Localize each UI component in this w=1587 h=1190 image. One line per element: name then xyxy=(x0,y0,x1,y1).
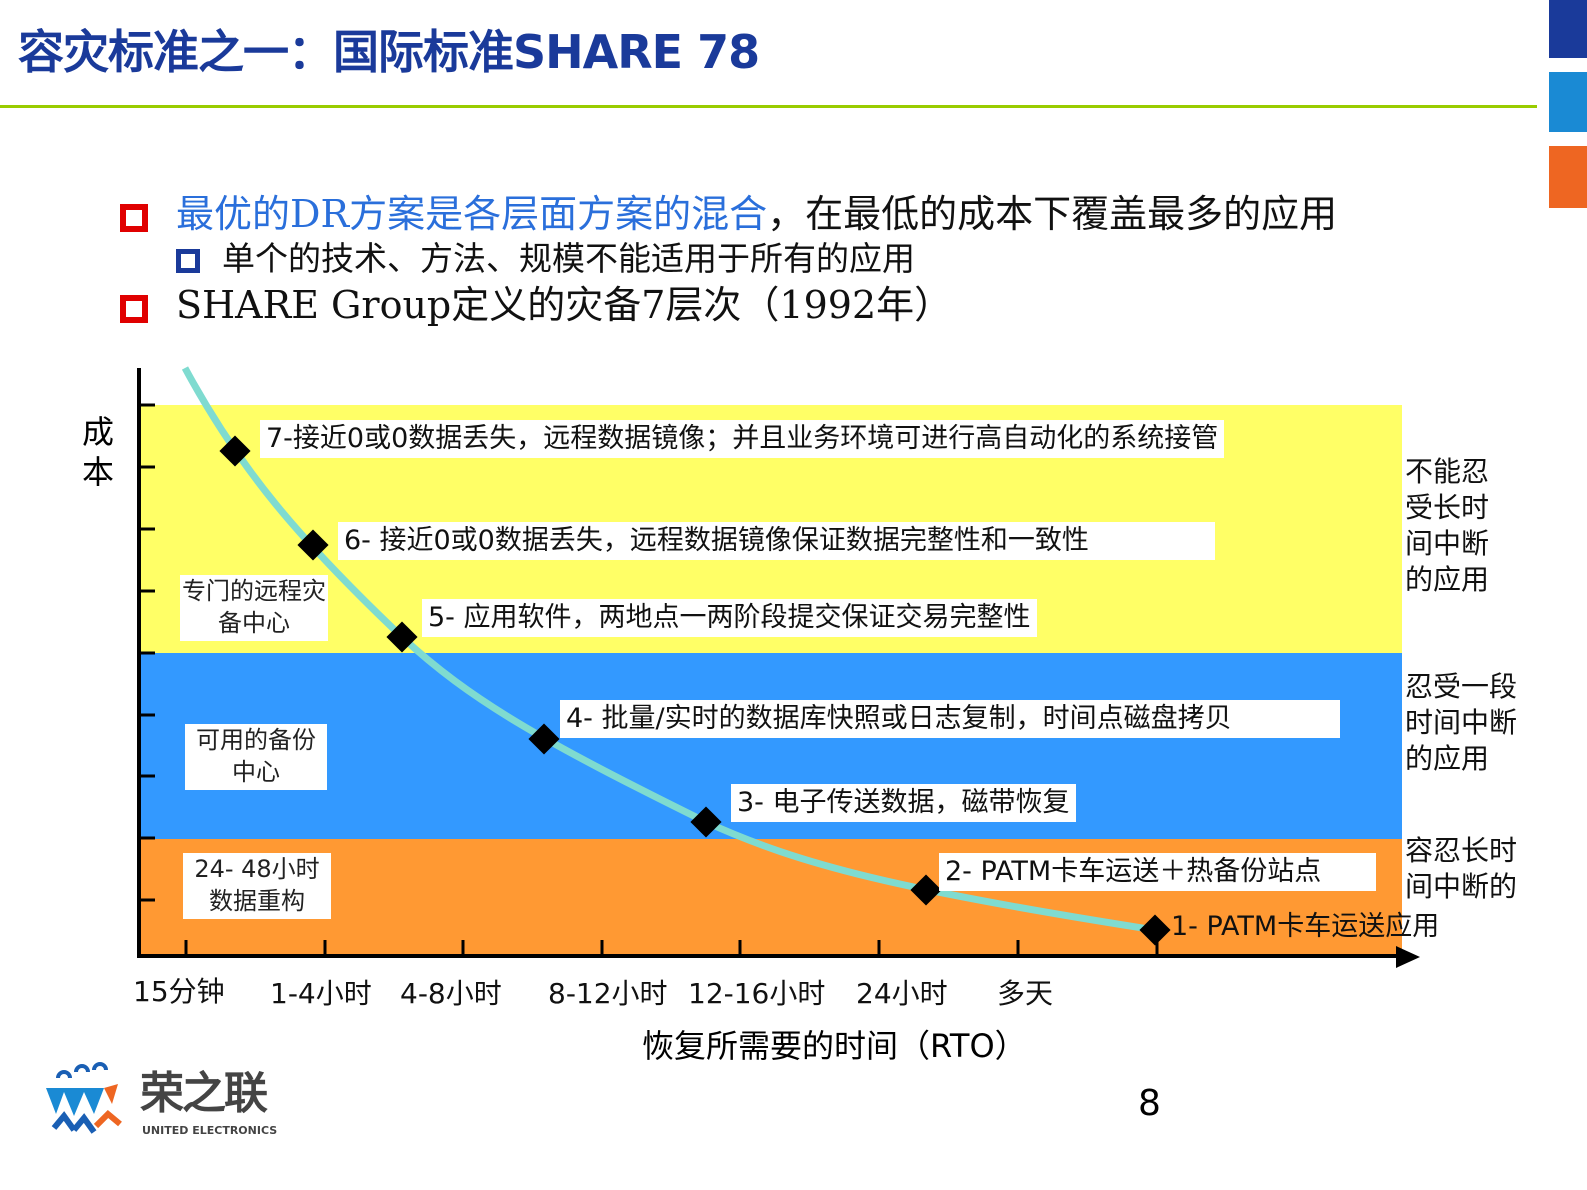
tier-6-label: 6- 接近0或0数据丢失，远程数据镜像保证数据完整性和一致性 xyxy=(338,522,1215,560)
bullet-square-icon xyxy=(120,203,148,232)
tier-3-marker-icon xyxy=(690,806,722,838)
band-right-label-low: 容忍长时间中断的 xyxy=(1405,834,1518,903)
x-tick-label: 12-16小时 xyxy=(688,977,826,1010)
tier-2-label: 2- PATM卡车运送＋热备份站点 xyxy=(939,853,1376,891)
tier-3-label: 3- 电子传送数据，磁带恢复 xyxy=(731,784,1076,822)
bullet-1-sub-text: 单个的技术、方法、规模不能适用于所有的应用 xyxy=(222,239,915,278)
y-ticks xyxy=(139,403,155,902)
bullet-square-icon xyxy=(120,294,148,323)
band-left-label-low: 24- 48小时数据重构 xyxy=(183,853,331,919)
logo-mark-icon xyxy=(46,1062,122,1134)
x-ticks xyxy=(184,940,1159,956)
band-left-label-mid: 可用的备份中心 xyxy=(185,724,327,790)
bullet-2-text: SHARE Group定义的灾备7层次（1992年） xyxy=(176,283,953,327)
page-number: 8 xyxy=(1138,1083,1161,1124)
tier-5-label: 5- 应用软件，两地点一两阶段提交保证交易完整性 xyxy=(422,599,1037,637)
logo-name: 荣之联 xyxy=(140,1068,268,1119)
accent-bar-blue xyxy=(1549,72,1587,132)
bullet-square-icon xyxy=(176,249,200,273)
x-tick-label: 1-4小时 xyxy=(270,977,372,1010)
logo-subtitle: UNITED ELECTRONICS xyxy=(142,1124,278,1137)
bullet-2: SHARE Group定义的灾备7层次（1992年） xyxy=(120,283,952,327)
x-tick-label: 15分钟 xyxy=(133,975,225,1008)
tier-2-marker-icon xyxy=(910,874,942,906)
x-tick-label: 4-8小时 xyxy=(400,977,502,1010)
band-right-label-high: 不能忍受长时间中断的应用 xyxy=(1405,455,1490,596)
x-tick-label: 24小时 xyxy=(856,977,948,1010)
tier-7-label: 7-接近0或0数据丢失，远程数据镜像；并且业务环境可进行高自动化的系统接管 xyxy=(260,420,1225,458)
tier-1-label: 1- PATM卡车运送应用 xyxy=(1171,911,1440,942)
x-axis-label: 恢复所需要的时间（RTO） xyxy=(642,1027,1027,1065)
bullet-1-rest: ，在最低的成本下覆盖最多的应用 xyxy=(767,192,1338,236)
bullet-1: 最优的DR方案是各层面方案的混合，在最低的成本下覆盖最多的应用 xyxy=(120,192,1337,236)
slide-title: 容灾标准之一：国际标准SHARE 78 xyxy=(18,25,760,79)
x-tick-label: 8-12小时 xyxy=(548,977,668,1010)
accent-bar-orange xyxy=(1549,146,1587,208)
bullet-1-sub: 单个的技术、方法、规模不能适用于所有的应用 xyxy=(176,240,915,278)
x-tick-label: 多天 xyxy=(997,977,1054,1010)
title-divider xyxy=(0,105,1537,108)
band-right-label-mid: 忍受一段时间中断的应用 xyxy=(1405,670,1518,775)
tier-7-marker-icon xyxy=(219,435,251,467)
y-axis-label: 成本 xyxy=(82,413,115,491)
accent-bar-navy xyxy=(1549,0,1587,58)
x-axis-arrow-icon xyxy=(1396,946,1420,968)
tier-4-label: 4- 批量/实时的数据库快照或日志复制，时间点磁盘拷贝 xyxy=(560,700,1340,738)
bullet-1-highlight: 最优的DR方案是各层面方案的混合 xyxy=(176,192,768,236)
band-left-label-high: 专门的远程灾备中心 xyxy=(180,575,328,641)
company-logo: 荣之联 UNITED ELECTRONICS xyxy=(40,1058,300,1150)
